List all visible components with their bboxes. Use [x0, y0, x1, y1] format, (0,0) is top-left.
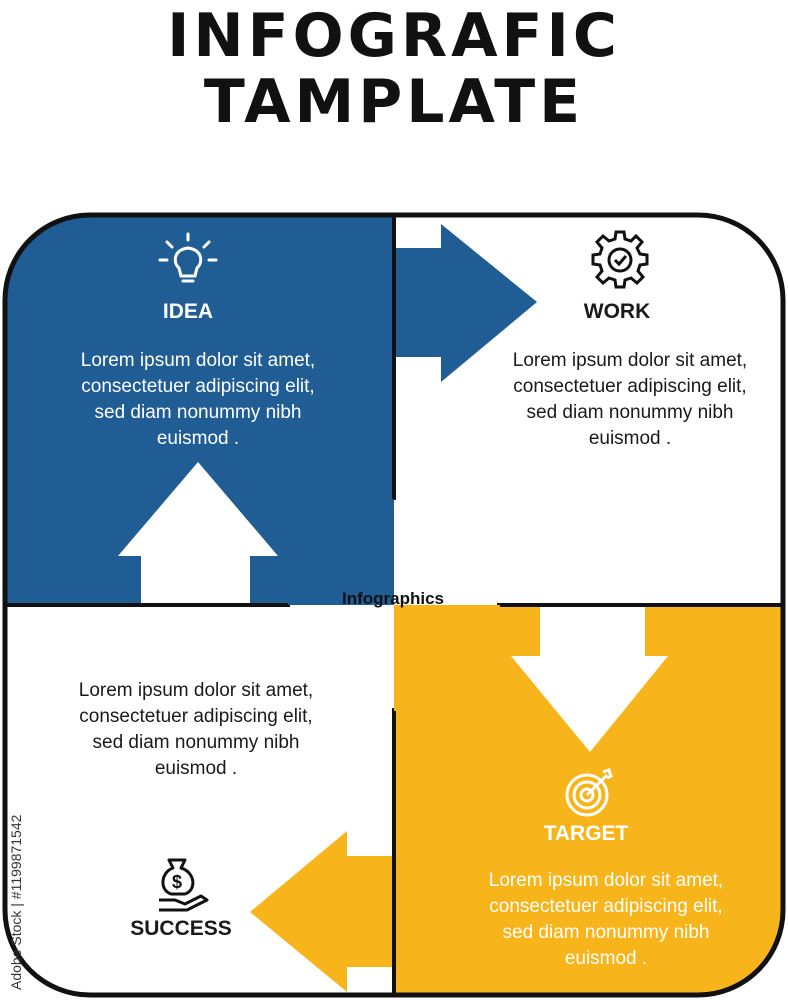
outer-frame: [2, 212, 786, 998]
idea-to-work-arrow: [390, 224, 537, 382]
work-label: WORK: [583, 300, 651, 323]
idea-description: Lorem ipsum dolor sit amet, consectetuer…: [80, 350, 316, 449]
stock-watermark: Adobe Stock | #1199871542: [8, 814, 24, 990]
target-icon: [563, 766, 617, 820]
lightbulb-icon: [157, 230, 219, 292]
money-bag-icon: $: [155, 854, 215, 914]
title-line-1: INFOGRAFIC: [167, 1, 621, 71]
center-arc-blue: [288, 499, 395, 606]
target-label: TARGET: [543, 822, 629, 845]
success-to-idea-arrow: [118, 462, 278, 610]
target-to-success-arrow: [250, 831, 398, 992]
center-label: Infographics: [341, 589, 444, 608]
idea-label: IDEA: [162, 300, 214, 323]
success-description: Lorem ipsum dolor sit amet, consectetuer…: [78, 680, 314, 779]
target-description: Lorem ipsum dolor sit amet, consectetuer…: [488, 870, 724, 969]
success-label: SUCCESS: [130, 917, 232, 940]
gear-icon: [588, 228, 652, 292]
work-to-target-arrow: [511, 600, 668, 752]
work-description: Lorem ipsum dolor sit amet, consectetuer…: [512, 350, 748, 449]
svg-text:$: $: [172, 872, 182, 892]
center-arc-yellow: [393, 604, 500, 711]
title-line-2: TAMPLATE: [203, 67, 585, 137]
